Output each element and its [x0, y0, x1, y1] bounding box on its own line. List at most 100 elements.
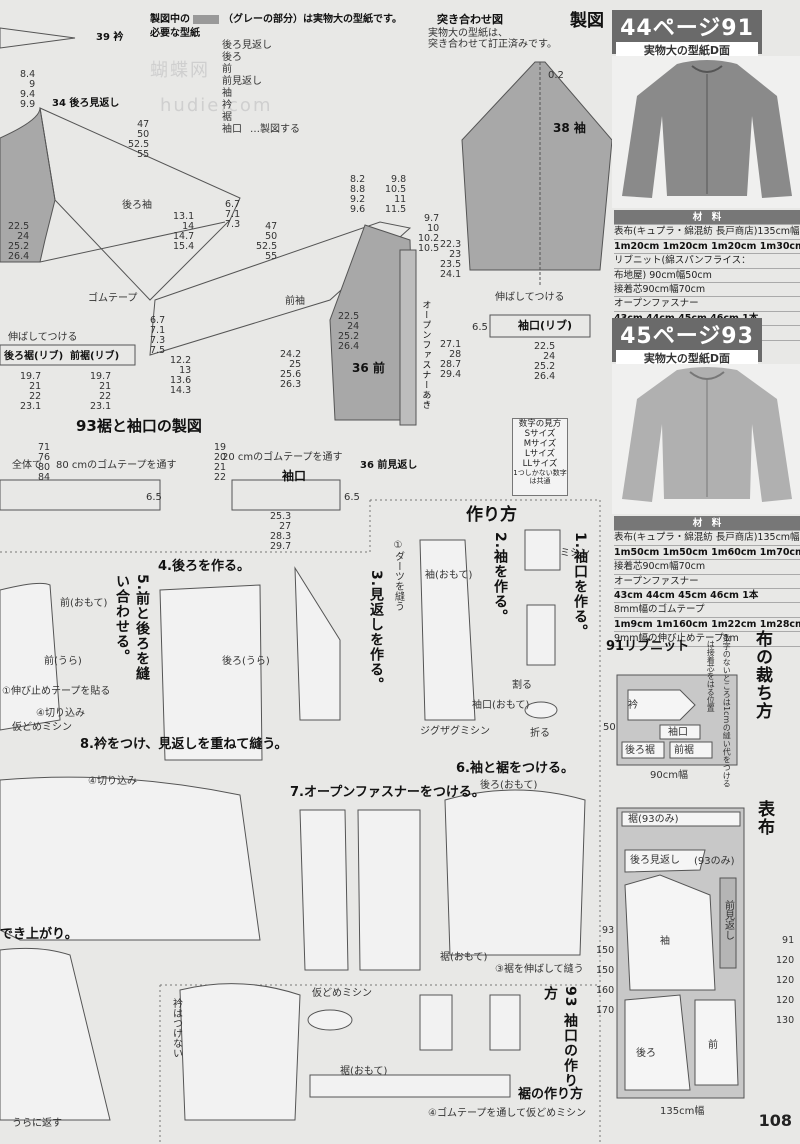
header-note-line1: 製図中の （グレーの部分）は実物大の型紙です。 [150, 14, 402, 26]
omote-right-2: 120 [776, 975, 795, 986]
page91-sub: 実物大の型紙D面 [616, 42, 758, 58]
cutting-note: 数字のないところは1cmの縫い代をつける [722, 634, 732, 788]
watermark: hudie.com [160, 95, 273, 116]
cut-label-suso93: 裾(93のみ) [628, 814, 679, 825]
cut-label-eri: 衿 [628, 700, 638, 711]
note-suso-omote-1: 裾(おもて) [440, 952, 488, 963]
rib-knit-title: 91リブニット [606, 639, 690, 654]
size-legend-ll: LLサイズ [522, 459, 558, 469]
cutting-title: 布の裁ち方 [752, 630, 772, 720]
step1-title: 1.袖口を作る。 [572, 532, 588, 640]
cut-label-sode: 袖 [660, 936, 670, 947]
note-nobidome: ①伸び止めテープを貼る [2, 686, 111, 697]
dim-22-5-front: 22.5 24 25.2 26.4 [338, 311, 360, 352]
note-karidome-2: 仮どめミシン [312, 988, 372, 999]
dim-19-7-a: 19.7 21 22 23.1 [20, 371, 42, 412]
page93-title: 45ページ93 [620, 324, 754, 349]
materials-93: 材 料 表布(キュプラ・綿混紡 長戸商店)135cm幅 1m50cm 1m50c… [614, 516, 800, 647]
nobashite-label: 伸ばしてつける [8, 332, 78, 343]
page93-sub: 実物大の型紙D面 [616, 350, 758, 366]
note-ushiro-omote: 後ろ(おもて) [480, 780, 538, 791]
step2-title: 2.袖を作る。 [492, 532, 508, 625]
rib-width: 90cm幅 [650, 770, 688, 781]
note-kirikomi-1: ④切り込み [36, 708, 85, 719]
dim-0-2: 0.2 [548, 70, 564, 81]
page93-header: 45ページ93 実物大の型紙D面 [612, 318, 762, 366]
pattern-list-4: 前見返し [222, 76, 262, 87]
dim-6-5-a: 6.5 [146, 492, 162, 503]
dim-8-2: 8.2 8.8 9.2 9.6 [350, 174, 366, 215]
omote-width: 135cm幅 [660, 1106, 705, 1117]
materials-93-row: オープンファスナー [614, 575, 800, 590]
dim-6-5-cuff: 6.5 [472, 322, 488, 333]
dim-8-4: 8.4 9 9.4 9.9 [20, 69, 36, 110]
dim-22-5-cuff: 22.5 24 25.2 26.4 [534, 341, 556, 382]
sodeguchi-rib-label: 袖口(リブ) [518, 319, 573, 332]
dim-6-5-b: 6.5 [344, 492, 360, 503]
dim-24-2: 24.2 25 25.6 26.3 [280, 349, 302, 390]
materials-93-row: 接着芯90cm幅70cm [614, 560, 800, 575]
note-eri-tsukenai: 衿はつけない [170, 998, 182, 1058]
step3-title: 3.見返しを作る。 [368, 570, 384, 693]
eri-label: 39 衿 [96, 32, 124, 43]
note-darts: ①ダーツを縫う [392, 540, 404, 611]
pattern-list-7: 裾 [222, 112, 232, 123]
materials-91-row: 布地屋) 90cm幅50cm [614, 269, 800, 284]
cut-label-mae-mikaeshi: 前見返し [722, 900, 734, 940]
ushiro-suso-label: 後ろ裾(リブ) [4, 351, 64, 362]
omote-title: 表布 [754, 800, 774, 836]
note-sode-omote: 袖(おもて) [425, 570, 473, 581]
dim-71: 71 76 80 84 [38, 442, 51, 483]
note-ushiro-ura: 後ろ(うら) [222, 656, 270, 667]
tsukurikata-title: 作り方 [466, 505, 517, 525]
sodeguchi-label: 袖口 [282, 469, 307, 483]
materials-93-title: 材 料 [614, 517, 800, 532]
materials-93-row: 表布(キュプラ・綿混紡 長戸商店)135cm幅 [614, 531, 800, 546]
rib-height: 50 [603, 722, 616, 733]
size-legend-m: Mサイズ [523, 439, 557, 449]
dim-13-1: 13.1 14 14.7 15.4 [173, 211, 195, 252]
materials-91-title: 材 料 [614, 211, 800, 226]
materials-91-row: 1m20cm 1m20cm 1m20cm 1m30cm [614, 240, 800, 255]
materials-93-row: 8mm幅のゴムテープ [614, 603, 800, 618]
materials-91-row: 表布(キュプラ・綿混紡 長戸商店)135cm幅 [614, 225, 800, 240]
materials-91-row: オープンファスナー [614, 297, 800, 312]
dim-22-3: 22.3 23 23.5 24.1 [440, 239, 462, 280]
watermark: 蝴蝶网 [150, 60, 210, 81]
note-mikaeshi-ura: うらに返す [12, 1118, 62, 1129]
omote-left-4: 170 [596, 1005, 615, 1016]
ushiro-sode-label: 後ろ袖 [122, 200, 152, 211]
size-legend-l: Lサイズ [525, 449, 555, 459]
materials-93-row: 43cm 44cm 45cm 46cm 1本 [614, 589, 800, 604]
mae-mikaeshi-label: 36 前見返し [360, 460, 418, 471]
step5-title: 5.前と後ろを縫い合わせる。 [114, 574, 150, 682]
mae-suso-label: 前裾(リブ) [70, 351, 120, 362]
gomu-80-label: 80 cmのゴムテープを通す [56, 460, 177, 471]
dim-6-7: 6.7 7.1 7.3 [225, 199, 241, 230]
pattern-list-3: 前 [222, 64, 232, 75]
dim-12-2: 12.2 13 13.6 14.3 [170, 355, 192, 396]
note-karidome-1: 仮どめミシン [12, 722, 72, 733]
size-legend-title: 数字の見方 [518, 419, 562, 429]
page91-header: 44ページ91 実物大の型紙D面 [612, 10, 762, 58]
note-mae-omote: 前(おもて) [60, 598, 108, 609]
dim-6-7-b: 6.7 7.1 7.3 7.5 [150, 315, 166, 356]
garment-photo-93 [612, 364, 800, 514]
omote-right-0: 91 [782, 935, 795, 946]
note-oru-1: 折る [530, 728, 550, 739]
seizu-title: 製図 [570, 11, 604, 31]
dim-47: 47 50 52.5 55 [128, 119, 150, 160]
header-note-line2: 必要な型紙 [150, 28, 200, 39]
size-legend-s: Sサイズ [524, 429, 556, 439]
zentai-label: 全体で [12, 460, 42, 471]
nobashite-sleeve: 伸ばしてつける [495, 292, 565, 303]
cut-label-mae-suso: 前裾 [674, 745, 694, 756]
pattern-list-1: 後ろ見返し [222, 40, 272, 51]
gomu-20-label: 20 cmのゴムテープを通す [222, 452, 343, 463]
mae-sode-label: 前袖 [285, 296, 305, 307]
suso-title: 93裾と袖口の製図 [76, 417, 202, 435]
materials-91-row: リブニット(綿スパンフライス： [614, 254, 800, 269]
materials-93-row: 1m9cm 1m160cm 1m22cm 1m28cm [614, 618, 800, 633]
step9-title: でき上がり。 [0, 927, 78, 942]
dim-19: 19 20 21 22 [214, 442, 227, 483]
